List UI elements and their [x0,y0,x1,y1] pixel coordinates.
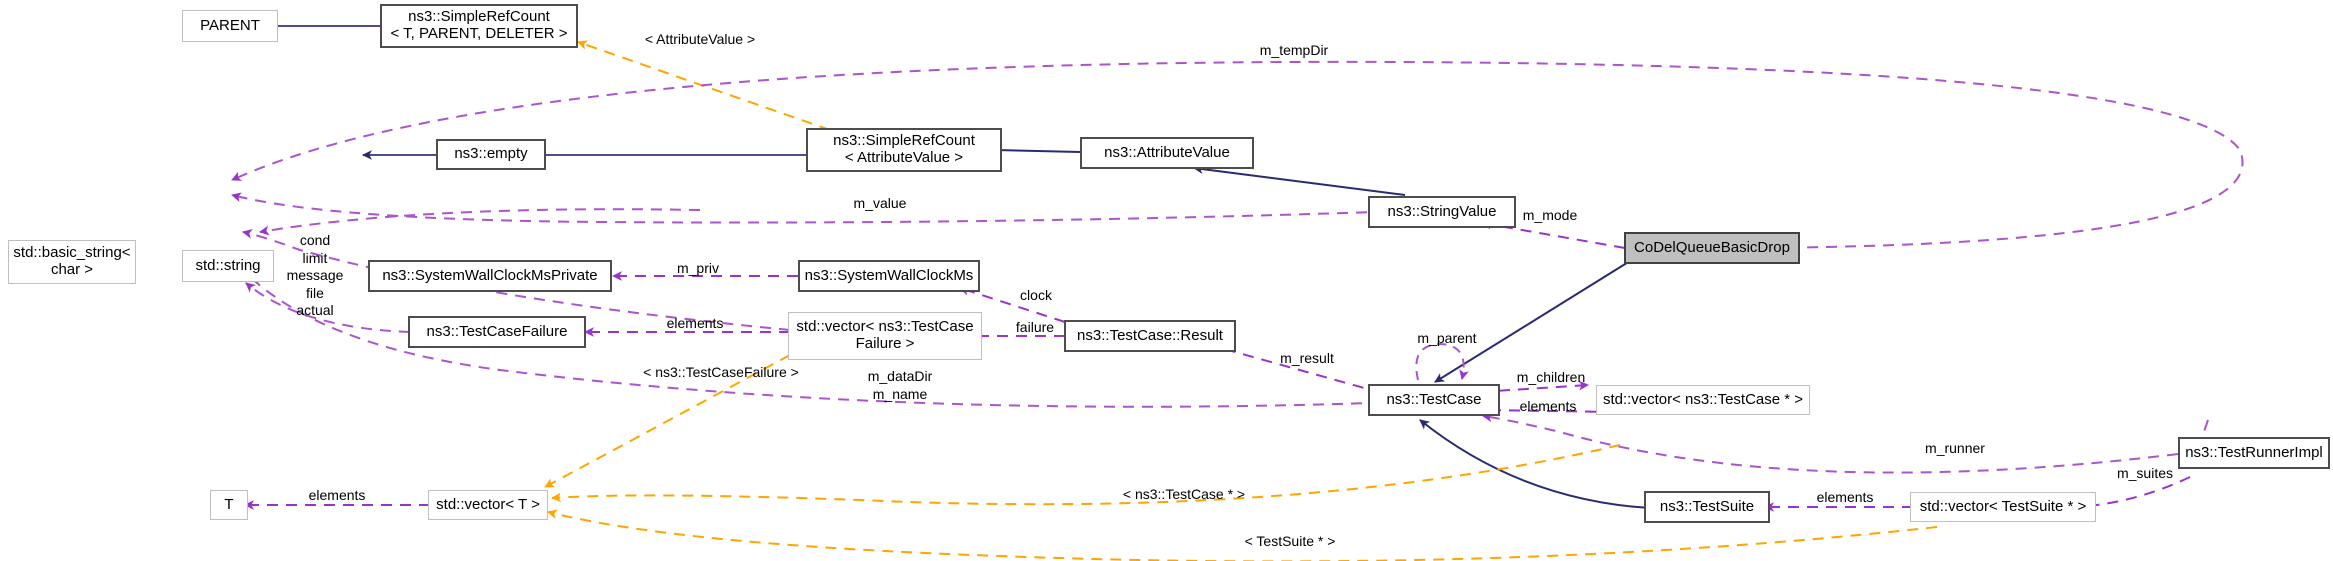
node-ns3-testcase[interactable]: ns3::TestCase [1368,384,1500,416]
node-ns3-testrunnerimpl[interactable]: ns3::TestRunnerImpl [2178,437,2330,469]
node-label: ns3::TestSuite [1659,497,1755,515]
node-ns3-testsuite[interactable]: ns3::TestSuite [1644,491,1770,523]
edge-usage-stringvalue-value [231,192,1406,224]
edge-usage-testcasefailure-string [245,282,411,333]
node-label: std::basic_string< char > [13,244,131,278]
node-std-vector-testcase-ptr[interactable]: std::vector< ns3::TestCase * > [1596,385,1810,415]
edge-label-m-children: m_children [1516,369,1586,385]
edge-label-m-runner: m_runner [1925,440,1985,456]
edge-template-vectortestcase-vectort [551,444,1621,506]
edge-label-elements-failure: elements [666,315,724,331]
node-label: std::vector< ns3::TestCase * > [1602,390,1804,408]
edge-usage-testcase-string-datadir [244,271,1401,408]
edge-label-elements-children: elements [1519,398,1577,414]
node-ns3-systemwallclockms[interactable]: ns3::SystemWallClockMs [798,260,980,292]
node-label: ns3::SimpleRefCount < T, PARENT, DELETER… [390,8,568,42]
edge-label-attributevalue-template: < AttributeValue > [644,31,756,47]
edge-label-m-priv: m_priv [676,260,719,276]
edge-usage-vectortestcase-elements [1482,405,1616,416]
edge-usage-testcase-parent-self [1415,342,1469,381]
node-label: std::vector< TestSuite * > [1919,497,2087,515]
node-parent[interactable]: PARENT [182,10,278,42]
node-std-vector-t[interactable]: std::vector< T > [428,490,548,520]
node-label: T [224,495,234,513]
edge-template-vectorfailure-vectort [544,354,791,488]
edge-usage-testrunnerimpl-testcase [1482,412,2179,474]
edge-inherit-stringvalue-attributevalue [1193,164,1406,196]
edge-label-m-suites: m_suites [2116,465,2174,481]
node-ns3-stringvalue[interactable]: ns3::StringValue [1368,196,1516,228]
edge-inherit-codel-testcase [1434,260,1631,383]
node-label: ns3::SystemWallClockMsPrivate [382,266,598,284]
edge-usage-testcase-result [1209,342,1401,399]
edge-label-clock: clock [1020,287,1052,303]
node-label: ns3::SimpleRefCount < AttributeValue > [833,132,975,166]
edge-label-testcase-ptr-template: < ns3::TestCase * > [1122,486,1246,502]
node-label: ns3::SystemWallClockMs [804,266,974,284]
node-std-vector-testcasefailure[interactable]: std::vector< ns3::TestCase Failure > [788,312,982,360]
node-label: ns3::AttributeValue [1104,143,1230,161]
node-std-string[interactable]: std::string [182,250,274,282]
edge-template-vectortestsuite-vectort [547,509,1938,561]
node-ns3-systemwallclockmsprivate[interactable]: ns3::SystemWallClockMsPrivate [368,260,612,292]
edge-label-elements-t: elements [308,487,366,503]
node-std-basic-string[interactable]: std::basic_string< char > [8,240,136,284]
node-label: ns3::TestCaseFailure [426,322,568,340]
edge-label-m-parent: m_parent [1417,330,1477,346]
node-ns3-attributevalue[interactable]: ns3::AttributeValue [1080,137,1254,169]
node-ns3-simplerefcount-attributevalue[interactable]: ns3::SimpleRefCount < AttributeValue > [806,128,1002,172]
node-label: std::string [195,256,261,274]
edge-label-failure: failure [1015,319,1055,335]
edge-usage-runner-stub [2195,419,2209,456]
node-codelqueuebasicdrop[interactable]: CoDelQueueBasicDrop [1624,232,1800,264]
node-t-template-param[interactable]: T [210,490,248,520]
edge-label-m-value: m_value [853,195,907,211]
node-label: PARENT [200,16,260,34]
node-ns3-empty[interactable]: ns3::empty [436,139,546,170]
edge-usage-result-string-2 [259,208,701,236]
node-label: ns3::TestCase [1386,390,1482,408]
node-label: std::vector< ns3::TestCase Failure > [796,318,974,352]
edge-inherit-testsuite-testcase [1419,419,1651,509]
node-label: CoDelQueueBasicDrop [1634,238,1790,256]
node-label: ns3::empty [454,145,528,163]
node-ns3-testcase-result[interactable]: ns3::TestCase::Result [1064,320,1236,352]
edge-label-m-tempdir: m_tempDir [1259,42,1329,58]
node-ns3-simplerefcount[interactable]: ns3::SimpleRefCount < T, PARENT, DELETER… [380,4,578,48]
node-label: ns3::StringValue [1387,202,1497,220]
edge-label-testsuite-ptr-template: < TestSuite * > [1244,533,1336,549]
edge-label-m-datadir-m-name: m_dataDir m_name [867,368,933,402]
edge-label-m-result: m_result [1280,350,1334,366]
node-label: std::vector< T > [436,495,540,513]
edge-label-result-string-fields: cond limit message file actual [286,232,344,318]
node-label: ns3::TestCase::Result [1077,326,1223,344]
edge-label-m-mode: m_mode [1522,207,1578,223]
edge-label-elements-testsuite: elements [1816,489,1874,505]
node-label: ns3::TestRunnerImpl [2185,443,2323,461]
node-std-vector-testsuite-ptr[interactable]: std::vector< TestSuite * > [1910,492,2096,522]
edge-label-testcasefailure-template: < ns3::TestCaseFailure > [643,364,799,380]
node-ns3-testcasefailure[interactable]: ns3::TestCaseFailure [408,316,586,348]
